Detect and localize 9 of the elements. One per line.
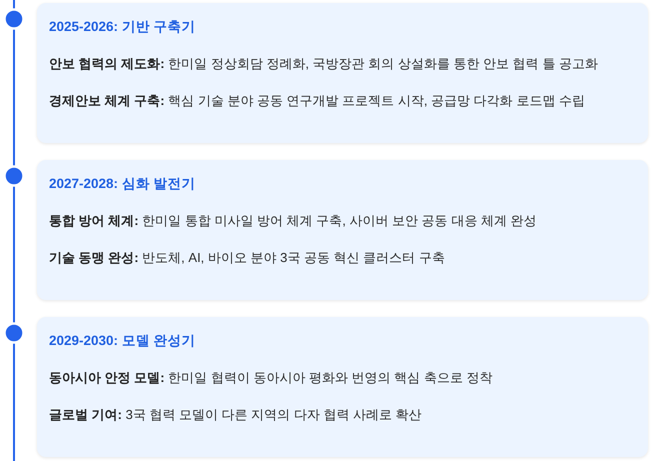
item-text: 기술 동맹 완성: 반도체, AI, 바이오 분야 3국 공동 혁신 클러스터 구축 (49, 250, 445, 266)
item-text: 글로벌 기여: 3국 협력 모델이 다른 지역의 다자 협력 사례로 확산 (49, 407, 422, 423)
item-text: 동아시아 안정 모델: 한미일 협력이 동아시아 평화와 번영의 핵심 축으로 정착 (49, 370, 492, 386)
phase-heading: 2027-2028: 심화 발전기 (49, 176, 196, 192)
phase-heading: 2025-2026: 기반 구축기 (49, 19, 196, 35)
phase-heading: 2029-2030: 모델 완성기 (49, 333, 196, 349)
item-text: 안보 협력의 제도화: 한미일 정상회담 정례화, 국방장관 회의 상설화를 통한 안보 협력 틀 공고화 (49, 56, 598, 72)
item-text: 경제안보 체계 구축: 핵심 기술 분야 공동 연구개발 프로젝트 시작, 공급망 다각화 로드맵 수립 (49, 93, 585, 109)
item-text: 통합 방어 체계: 한미일 통합 미사일 방어 체계 구축, 사이버 보안 공동 대응 체계 완성 (49, 213, 537, 229)
